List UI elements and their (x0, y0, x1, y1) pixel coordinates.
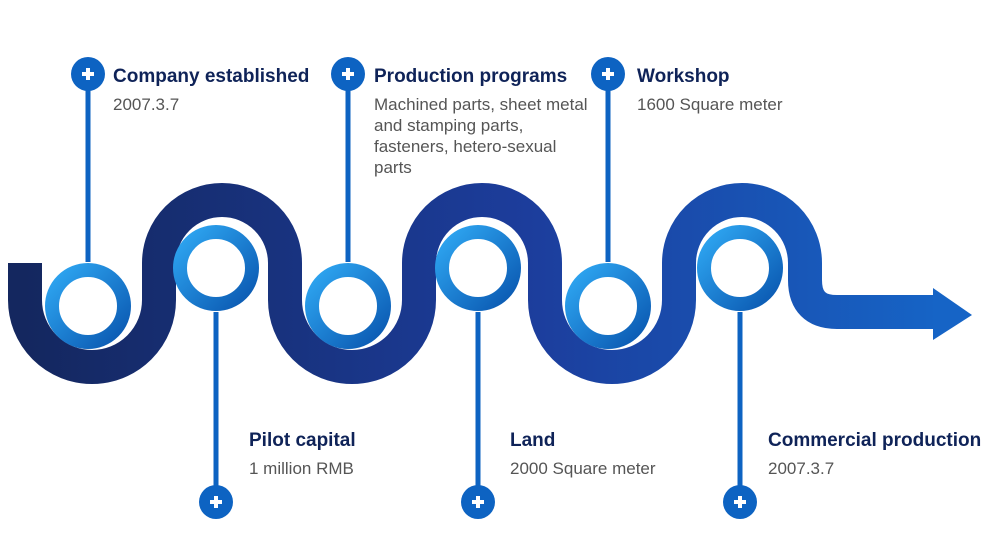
milestone-ring (173, 225, 259, 311)
milestone-label: Land 2000 Square meter (510, 430, 710, 479)
plus-icon (461, 485, 495, 519)
milestone-node (173, 225, 259, 519)
milestone-ring (435, 225, 521, 311)
milestone-description: 2007.3.7 (768, 459, 835, 478)
milestone-node (565, 57, 651, 349)
milestone-ring (565, 263, 651, 349)
milestone-node (697, 225, 783, 519)
milestone-description: 1 million RMB (249, 459, 354, 478)
milestone-label: Pilot capital 1 million RMB (249, 430, 449, 479)
timeline-band (8, 183, 940, 384)
milestone-title: Company established (113, 66, 310, 87)
milestone-description: 1600 Square meter (637, 95, 783, 114)
milestone-node (45, 57, 131, 349)
milestone-label: Commercial production 2007.3.7 (768, 430, 983, 479)
plus-icon (199, 485, 233, 519)
arrow-right-icon (933, 288, 972, 340)
milestone-description: 2007.3.7 (113, 95, 180, 114)
plus-icon (71, 57, 105, 91)
milestone-ring (305, 263, 391, 349)
milestone-title: Commercial production (768, 430, 982, 451)
milestone-title: Workshop (637, 66, 730, 87)
milestone-description: 2000 Square meter (510, 459, 656, 478)
milestone-title: Pilot capital (249, 430, 356, 451)
milestone-ring (697, 225, 783, 311)
milestone-description: Machined parts, sheet metal and stamping… (374, 95, 588, 177)
milestone-ring (45, 263, 131, 349)
milestone-node (435, 225, 521, 519)
plus-icon (591, 57, 625, 91)
milestone-title: Land (510, 430, 556, 451)
plus-icon (331, 57, 365, 91)
milestone-title: Production programs (374, 66, 568, 87)
milestone-label: Workshop 1600 Square meter (637, 66, 837, 115)
plus-icon (723, 485, 757, 519)
milestone-node (305, 57, 391, 349)
milestone-label: Company established 2007.3.7 (113, 66, 343, 115)
